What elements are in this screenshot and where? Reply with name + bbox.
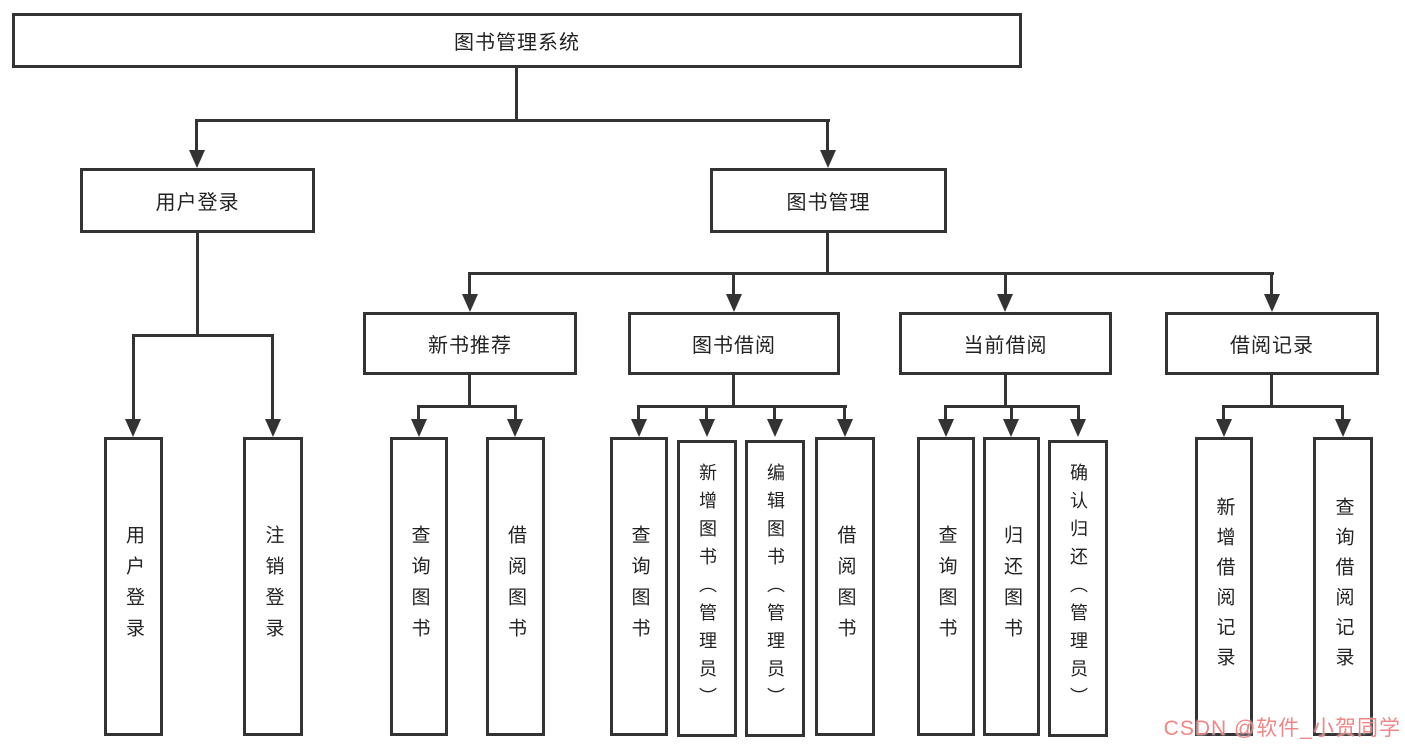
arrow-down-icon (411, 419, 427, 437)
arrow-down-icon (837, 419, 853, 437)
leaf-return-books-label: 归还图书 (1001, 524, 1022, 649)
connector-line (1077, 405, 1080, 421)
arrow-down-icon (997, 294, 1013, 312)
node-book-mgmt: 图书管理 (710, 168, 947, 233)
connector-line (944, 405, 947, 421)
connector-line (1222, 405, 1225, 421)
connector-line (732, 272, 735, 296)
arrow-down-icon (938, 419, 954, 437)
connector-line (515, 66, 518, 121)
leaf-add-record-label: 新增借阅记录 (1213, 496, 1235, 677)
node-current-borrow-label: 当前借阅 (963, 335, 1048, 357)
connector-line (468, 272, 471, 296)
connector-line (637, 405, 847, 408)
node-new-book-rec: 新书推荐 (363, 312, 577, 375)
arrow-down-icon (1003, 419, 1019, 437)
arrow-down-icon (462, 294, 478, 312)
leaf-borrow-books-a-label: 借阅图书 (505, 524, 526, 649)
arrow-down-icon (1264, 294, 1280, 312)
leaf-query-books-b-label: 查询图书 (628, 524, 650, 649)
connector-line (1222, 405, 1344, 408)
connector-line (417, 405, 420, 421)
leaf-query-books-b: 查询图书 (610, 437, 668, 736)
leaf-query-record-label: 查询借阅记录 (1332, 496, 1354, 677)
arrow-down-icon (265, 419, 281, 437)
leaf-return-books: 归还图书 (983, 437, 1040, 736)
watermark: CSDN @软件_小贺同学 (1163, 717, 1401, 740)
arrow-down-icon (631, 419, 647, 437)
connector-line (826, 119, 829, 151)
leaf-confirm-return-label: 确认归还（管理员） (1068, 462, 1088, 715)
arrow-down-icon (507, 419, 523, 437)
node-root: 图书管理系统 (12, 13, 1022, 68)
node-user-login: 用户登录 (80, 168, 315, 233)
leaf-query-record: 查询借阅记录 (1313, 437, 1373, 736)
connector-line (732, 373, 735, 408)
leaf-add-books-label: 新增图书（管理员） (697, 462, 717, 715)
arrow-down-icon (699, 419, 715, 437)
connector-line (1341, 405, 1344, 421)
leaf-query-books-c-label: 查询图书 (935, 524, 957, 649)
connector-line (417, 405, 517, 408)
connector-line (271, 334, 274, 419)
connector-line (195, 119, 830, 122)
leaf-logout-label: 注销登录 (262, 524, 284, 649)
leaf-borrow-books-a: 借阅图书 (486, 437, 545, 736)
arrow-down-icon (1070, 419, 1086, 437)
leaf-add-books: 新增图书（管理员） (677, 440, 737, 737)
leaf-user-login: 用户登录 (104, 437, 163, 736)
arrow-down-icon (1335, 419, 1351, 437)
node-root-label: 图书管理系统 (454, 32, 580, 54)
connector-line (705, 405, 708, 421)
leaf-borrow-books-b-label: 借阅图书 (834, 524, 856, 649)
node-book-mgmt-label: 图书管理 (786, 192, 871, 214)
connector-line (514, 405, 517, 421)
leaf-query-books-a: 查询图书 (390, 437, 448, 736)
connector-line (1270, 373, 1273, 408)
node-current-borrow: 当前借阅 (899, 312, 1112, 375)
arrow-down-icon (125, 419, 141, 437)
connector-line (637, 405, 640, 421)
leaf-confirm-return: 确认归还（管理员） (1048, 440, 1108, 737)
arrow-down-icon (820, 150, 836, 168)
leaf-borrow-books-b: 借阅图书 (815, 437, 875, 736)
connector-line (195, 119, 198, 151)
node-borrow-records: 借阅记录 (1165, 312, 1379, 375)
connector-line (1004, 272, 1007, 296)
leaf-logout: 注销登录 (243, 437, 303, 736)
node-book-borrow-label: 图书借阅 (692, 335, 776, 357)
connector-line (1270, 272, 1273, 296)
node-borrow-records-label: 借阅记录 (1230, 335, 1314, 357)
connector-line (773, 405, 776, 421)
connector-line (843, 405, 846, 421)
arrow-down-icon (189, 150, 205, 168)
node-user-login-label: 用户登录 (155, 192, 240, 214)
connector-line (826, 231, 829, 275)
node-book-borrow: 图书借阅 (628, 312, 840, 375)
connector-line (468, 373, 471, 408)
node-new-book-rec-label: 新书推荐 (428, 335, 512, 357)
arrow-down-icon (726, 294, 742, 312)
leaf-edit-books: 编辑图书（管理员） (745, 440, 805, 737)
arrow-down-icon (767, 419, 783, 437)
leaf-query-books-a-label: 查询图书 (408, 524, 430, 649)
arrow-down-icon (1216, 419, 1232, 437)
leaf-user-login-label: 用户登录 (123, 524, 144, 649)
connector-line (1010, 405, 1013, 421)
connector-line (468, 272, 1274, 275)
leaf-edit-books-label: 编辑图书（管理员） (765, 462, 785, 715)
connector-line (196, 231, 199, 337)
leaf-add-record: 新增借阅记录 (1195, 437, 1253, 736)
connector-line (1004, 373, 1007, 408)
leaf-query-books-c: 查询图书 (917, 437, 975, 736)
connector-line (132, 334, 135, 419)
connector-line (132, 334, 274, 337)
